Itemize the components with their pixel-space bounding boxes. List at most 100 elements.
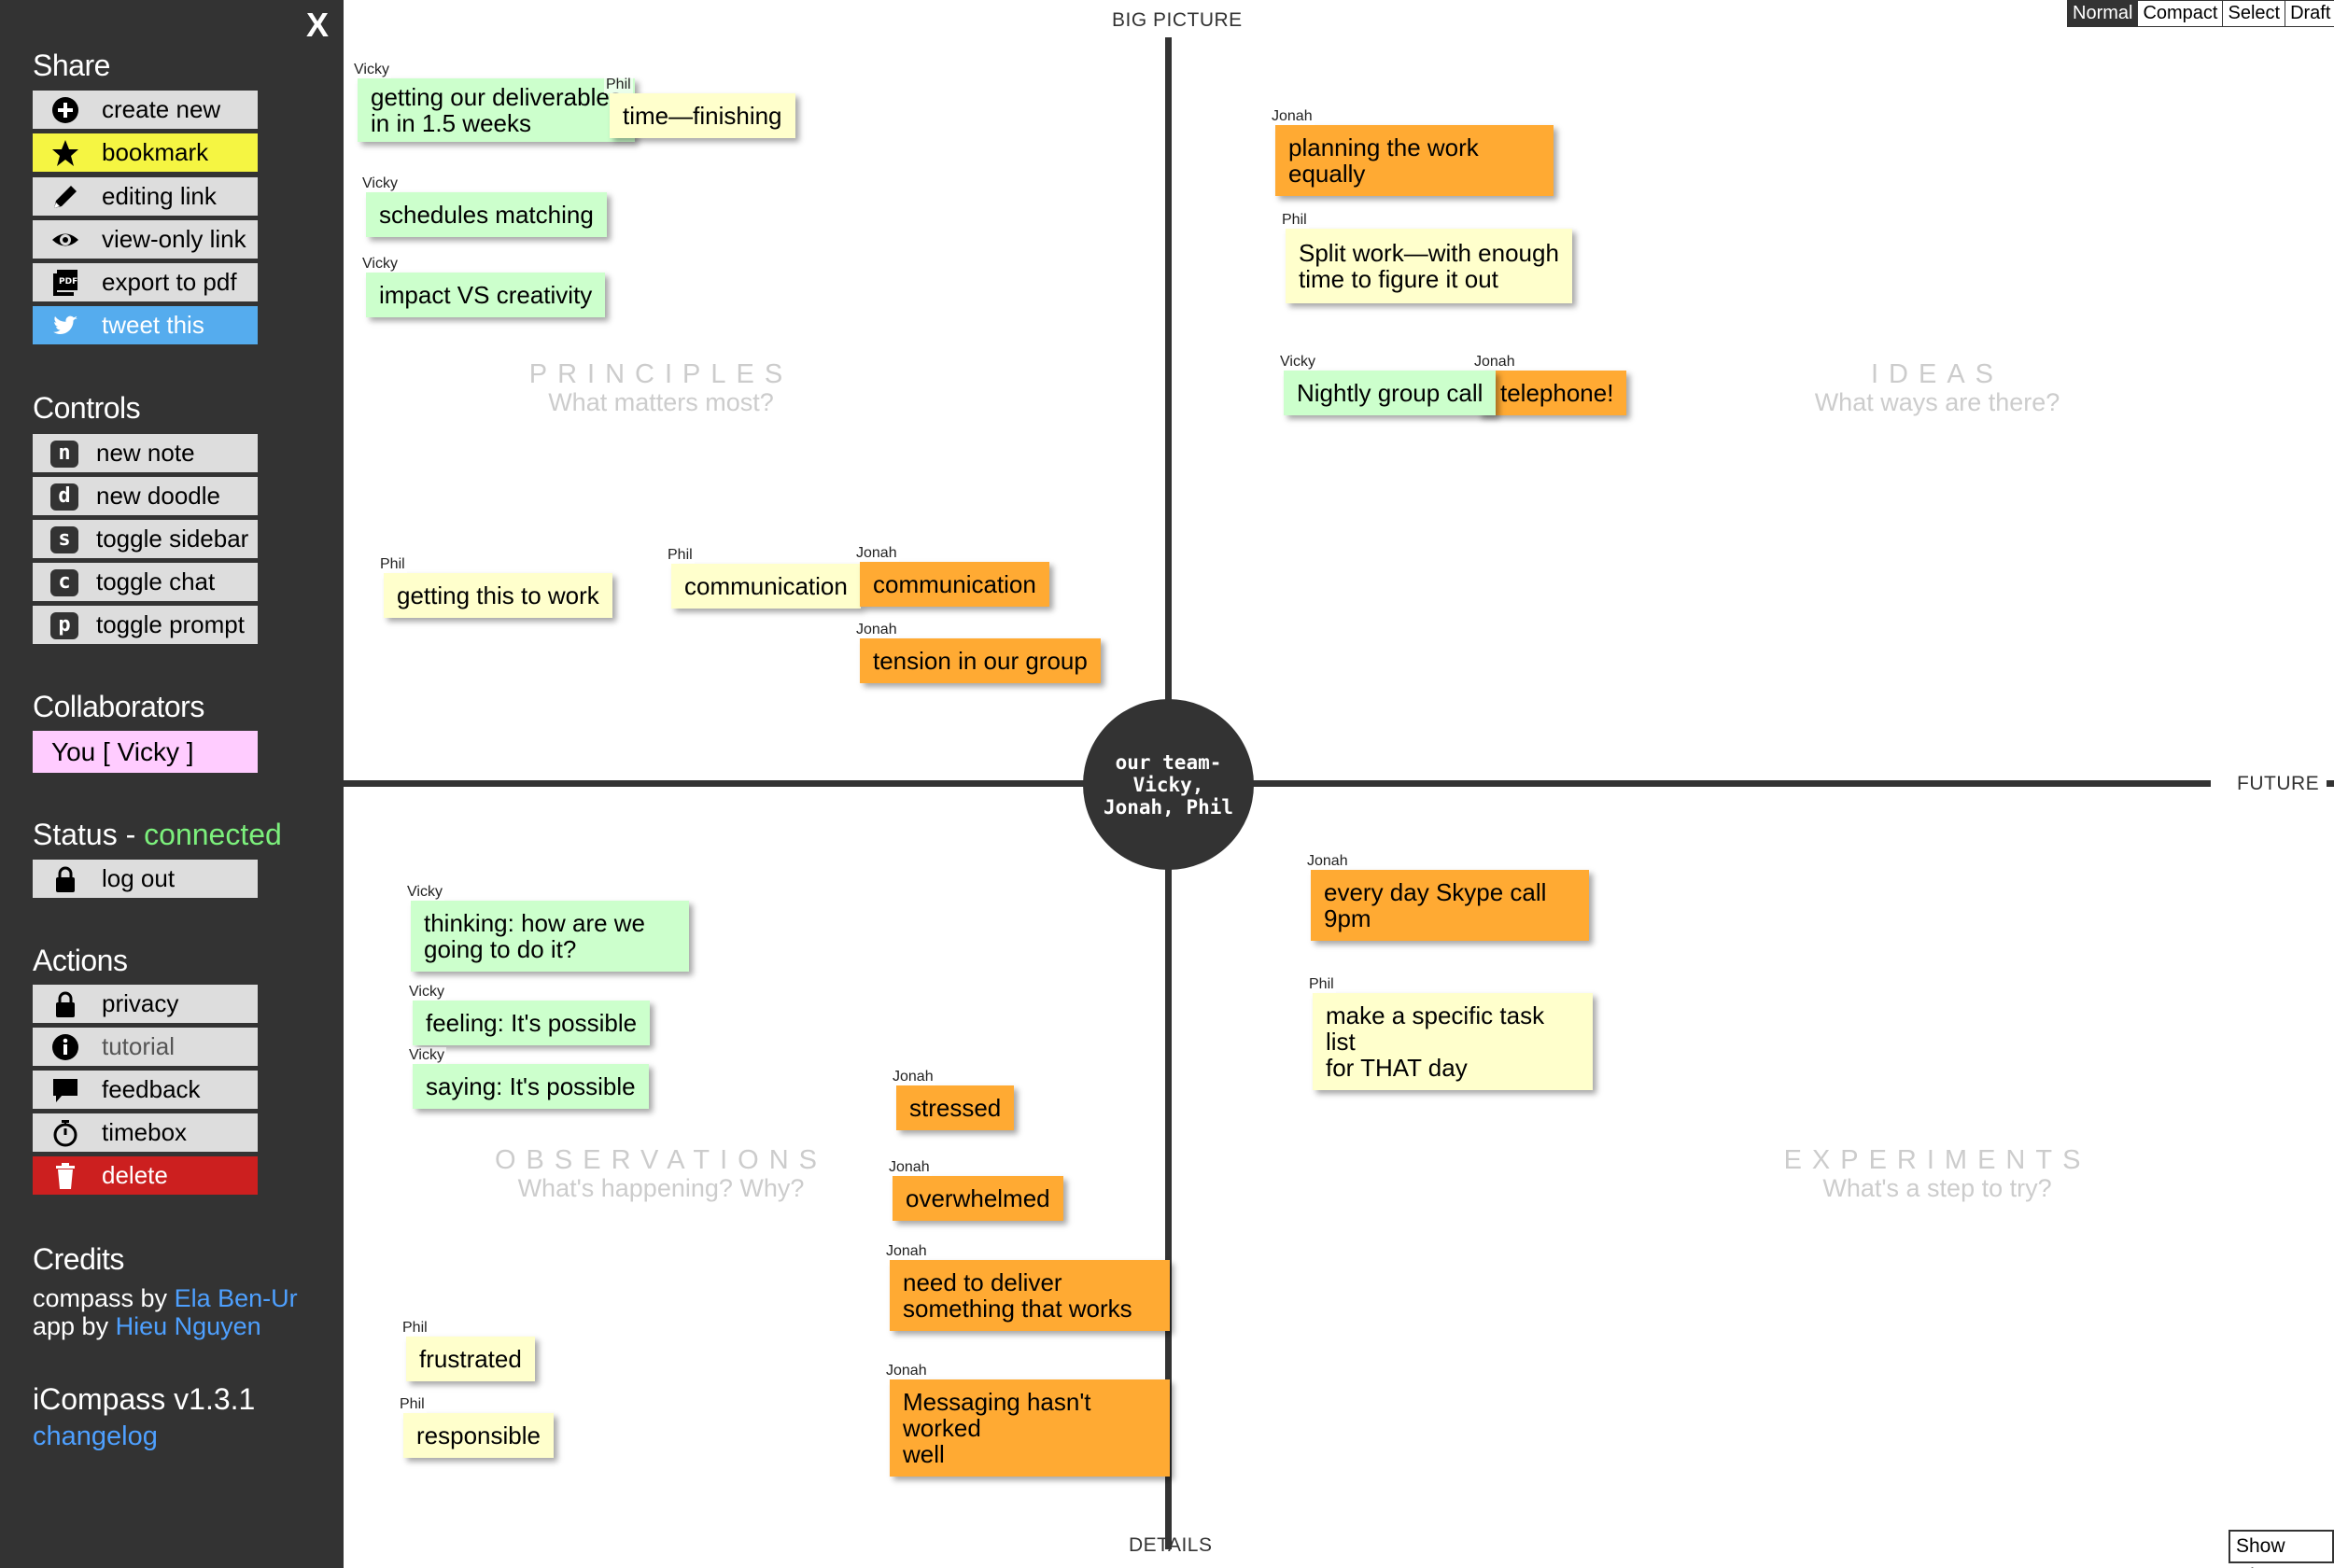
new-doodle-button[interactable]: d new doodle (33, 477, 258, 515)
status-heading: Status - (33, 818, 145, 851)
note[interactable]: Vicky saying: It's possible (407, 1047, 649, 1109)
delete-button[interactable]: delete (33, 1156, 258, 1195)
mode-compact-button[interactable]: Compact (2137, 1, 2223, 26)
comment-icon (53, 1079, 77, 1102)
note-text: every day Skype call 9pm (1311, 870, 1589, 941)
credits-heading: Credits (33, 1242, 124, 1276)
create-new-label: create new (102, 95, 221, 123)
note-author: Vicky (360, 175, 400, 192)
ideas-title: IDEAS (1870, 359, 2004, 389)
note[interactable]: Jonah stressed (891, 1069, 1015, 1130)
svg-text:PDF: PDF (59, 277, 77, 287)
note[interactable]: Phil getting this to work (378, 556, 612, 618)
new-note-button[interactable]: n new note (33, 434, 258, 472)
editing-link-label: editing link (102, 182, 217, 210)
privacy-button[interactable]: privacy (33, 985, 258, 1023)
note[interactable]: Phil frustrated (401, 1320, 535, 1381)
note[interactable]: Jonah Messaging hasn't worked well (884, 1363, 1170, 1477)
bookmark-button[interactable]: bookmark (33, 133, 258, 172)
note-author: Phil (378, 556, 407, 573)
star-icon (52, 140, 78, 166)
note-author: Vicky (405, 884, 444, 901)
controls-heading: Controls (33, 391, 141, 425)
credits-app: app by Hieu Nguyen (33, 1312, 261, 1340)
feedback-label: feedback (102, 1075, 201, 1103)
horizontal-axis (344, 780, 2211, 787)
bookmark-label: bookmark (102, 138, 209, 166)
note[interactable]: Vicky getting our deliverables in in 1.5… (352, 62, 635, 142)
note[interactable]: Vicky thinking: how are we going to do i… (405, 884, 689, 972)
toggle-chat-button[interactable]: c toggle chat (33, 563, 258, 601)
note[interactable]: Jonah need to deliver something that wor… (884, 1243, 1170, 1331)
note-text: Messaging hasn't worked well (890, 1379, 1170, 1477)
compass-author-link[interactable]: Ela Ben-Ur (174, 1284, 298, 1312)
s-key-icon: s (50, 526, 78, 553)
note[interactable]: Phil time—finishing (604, 77, 795, 138)
view-only-link-button[interactable]: view-only link (33, 220, 258, 259)
mode-normal-button[interactable]: Normal (2068, 1, 2138, 26)
note[interactable]: Vicky feeling: It's possible (407, 984, 651, 1045)
note-author: Jonah (884, 1243, 929, 1260)
log-out-button[interactable]: log out (33, 860, 258, 898)
new-doodle-label: new doodle (96, 482, 220, 510)
view-mode-switcher: Normal Compact Select Draft (2067, 0, 2334, 27)
note[interactable]: Vicky schedules matching (360, 175, 607, 237)
feedback-button[interactable]: feedback (33, 1071, 258, 1109)
lock-icon (56, 991, 75, 1017)
status-line: Status - connected (33, 818, 282, 852)
note[interactable]: Phil Split work—with enough time to figu… (1280, 212, 1572, 303)
app-version: iCompass v1.3.1 (33, 1382, 256, 1416)
note[interactable]: Phil responsible (398, 1396, 554, 1458)
changelog-link[interactable]: changelog (33, 1421, 158, 1451)
note[interactable]: Vicky Nightly group call (1278, 354, 1497, 415)
tutorial-button[interactable]: tutorial (33, 1028, 258, 1066)
stopwatch-icon (53, 1120, 77, 1147)
note-author: Phil (666, 547, 695, 564)
axis-label-details: DETAILS (1129, 1534, 1213, 1556)
observations-subtitle: What's happening? Why? (517, 1174, 805, 1202)
show-chat-button[interactable]: Show Chat (2229, 1530, 2334, 1568)
note-author: Phil (398, 1396, 427, 1413)
credits-compass-prefix: compass by (33, 1284, 175, 1312)
note-text: telephone! (1478, 371, 1627, 415)
note-author: Phil (604, 77, 633, 93)
p-key-icon: p (50, 612, 78, 639)
quadrant-principles: PRINCIPLES What matters most? (474, 359, 848, 417)
toggle-prompt-button[interactable]: p toggle prompt (33, 606, 258, 644)
note[interactable]: Jonah telephone! (1472, 354, 1627, 415)
note[interactable]: Phil make a specific task list for THAT … (1307, 976, 1593, 1090)
timebox-button[interactable]: timebox (33, 1113, 258, 1152)
editing-link-button[interactable]: editing link (33, 177, 258, 216)
note[interactable]: Vicky impact VS creativity (360, 256, 606, 317)
tweet-button[interactable]: tweet this (33, 306, 258, 344)
quadrant-observations: OBSERVATIONS What's happening? Why? (456, 1145, 866, 1203)
axis-label-big-picture: BIG PICTURE (1112, 9, 1243, 31)
export-pdf-button[interactable]: PDF export to pdf (33, 263, 258, 301)
note-text: overwhelmed (893, 1176, 1063, 1221)
note[interactable]: Jonah tension in our group (854, 622, 1101, 683)
toggle-sidebar-button[interactable]: s toggle sidebar (33, 520, 258, 558)
new-note-label: new note (96, 439, 195, 467)
mode-select-button[interactable]: Select (2222, 1, 2285, 26)
mode-draft-button[interactable]: Draft (2285, 1, 2334, 26)
note[interactable]: Jonah every day Skype call 9pm (1305, 853, 1589, 941)
timebox-label: timebox (102, 1118, 188, 1146)
note[interactable]: Jonah overwhelmed (887, 1159, 1063, 1221)
compass-center[interactable]: our team- Vicky, Jonah, Phil (1083, 699, 1254, 870)
compass-board[interactable]: BIG PICTURE DETAILS FUTURE our team- Vic… (344, 0, 2334, 1568)
principles-subtitle: What matters most? (548, 388, 774, 416)
note[interactable]: Phil communication (666, 547, 861, 609)
close-sidebar-button[interactable]: X (306, 6, 330, 44)
n-key-icon: n (50, 441, 78, 468)
app-author-link[interactable]: Hieu Nguyen (115, 1312, 261, 1340)
note[interactable]: Jonah communication (854, 545, 1049, 607)
note-text: frustrated (406, 1337, 535, 1381)
create-new-button[interactable]: create new (33, 91, 258, 129)
twitter-icon (53, 315, 77, 334)
note[interactable]: Jonah planning the work equally (1270, 108, 1554, 196)
note-text: communication (860, 562, 1049, 607)
note-text: thinking: how are we going to do it? (411, 901, 689, 972)
credits-app-prefix: app by (33, 1312, 116, 1340)
note-text: Nightly group call (1284, 371, 1497, 415)
log-out-label: log out (102, 864, 176, 892)
